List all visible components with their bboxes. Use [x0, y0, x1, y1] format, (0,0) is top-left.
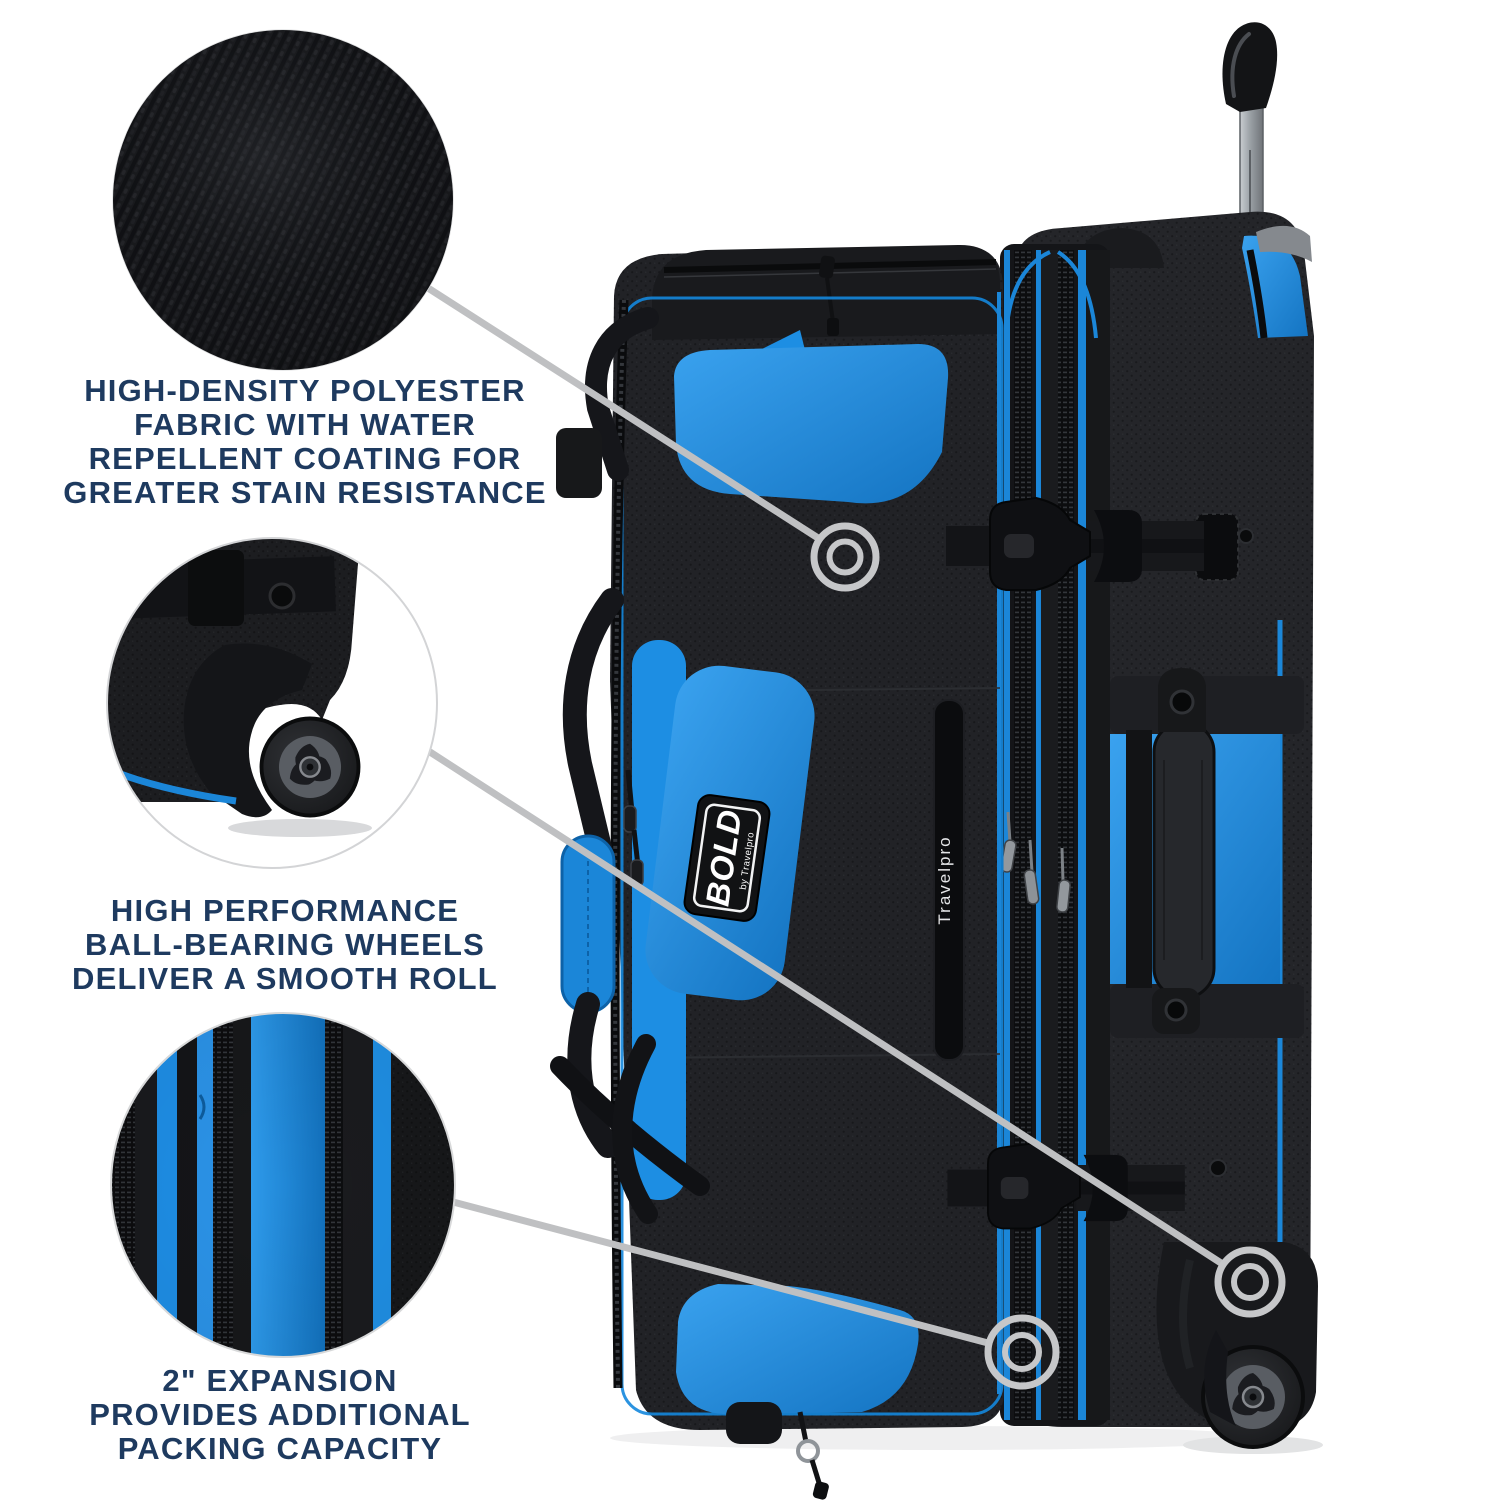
rivet — [1169, 689, 1195, 715]
callout-line: 2" EXPANSION — [162, 1363, 398, 1398]
callout-line: PACKING CAPACITY — [117, 1431, 443, 1466]
detail-circle-expansion — [110, 1012, 456, 1358]
front-foot — [726, 1402, 782, 1444]
compression-strap-top — [945, 497, 1239, 591]
carry-handles — [550, 307, 710, 1224]
callout-line: PROVIDES ADDITIONAL — [89, 1397, 471, 1432]
callout-line-fabric — [424, 284, 822, 542]
callout-line: HIGH-DENSITY POLYESTER — [84, 373, 526, 408]
callout-text-fabric: HIGH-DENSITY POLYESTER FABRIC WITH WATER… — [15, 374, 595, 510]
bag-front-section: BOLD by Travelpro Travelpro — [550, 244, 1004, 1500]
rear-wheel-assembly — [1156, 1242, 1318, 1449]
callout-line: FABRIC WITH WATER — [134, 407, 476, 442]
side-zipper-pulls — [623, 769, 644, 887]
brand-strip-label: Travelpro — [935, 835, 954, 924]
target-ring-wheels — [1214, 1246, 1286, 1318]
blue-piping — [620, 296, 1004, 1416]
callout-line: REPELLENT COATING FOR — [88, 441, 522, 476]
target-ring-fabric — [810, 522, 880, 592]
handle-grip — [1222, 22, 1278, 112]
front-blue-pocket — [674, 344, 949, 504]
callout-text-wheels: HIGH PERFORMANCE BALL-BEARING WHEELS DEL… — [15, 894, 555, 996]
callout-line: DELIVER A SMOOTH ROLL — [72, 961, 498, 996]
callout-line: BALL-BEARING WHEELS — [85, 927, 485, 962]
callout-line-wheels — [426, 748, 1225, 1267]
target-ring-expansion — [984, 1314, 1060, 1390]
callout-target-rings — [810, 522, 1286, 1390]
callout-text-expansion: 2" EXPANSION PROVIDES ADDITIONAL PACKING… — [15, 1364, 545, 1466]
rivet — [1164, 998, 1188, 1022]
callout-line-expansion — [434, 1194, 992, 1347]
rear-top-gray-flap — [1256, 225, 1312, 262]
bold-badge: BOLD by Travelpro — [683, 794, 771, 922]
callout-line: HIGH PERFORMANCE — [110, 893, 460, 928]
brand-strip: Travelpro — [933, 699, 965, 1061]
expansion-gusset — [1000, 244, 1110, 1426]
bottom-zipper-pull — [796, 1411, 829, 1500]
front-bottom-blue-patch — [676, 1284, 919, 1414]
callout-lines — [424, 284, 1225, 1347]
luggage-bag: BOLD by Travelpro Travelpro — [550, 211, 1318, 1500]
detail-circle-wheel — [106, 537, 438, 869]
detail-circle-fabric — [112, 29, 454, 371]
callout-line: GREATER STAIN RESISTANCE — [63, 475, 547, 510]
